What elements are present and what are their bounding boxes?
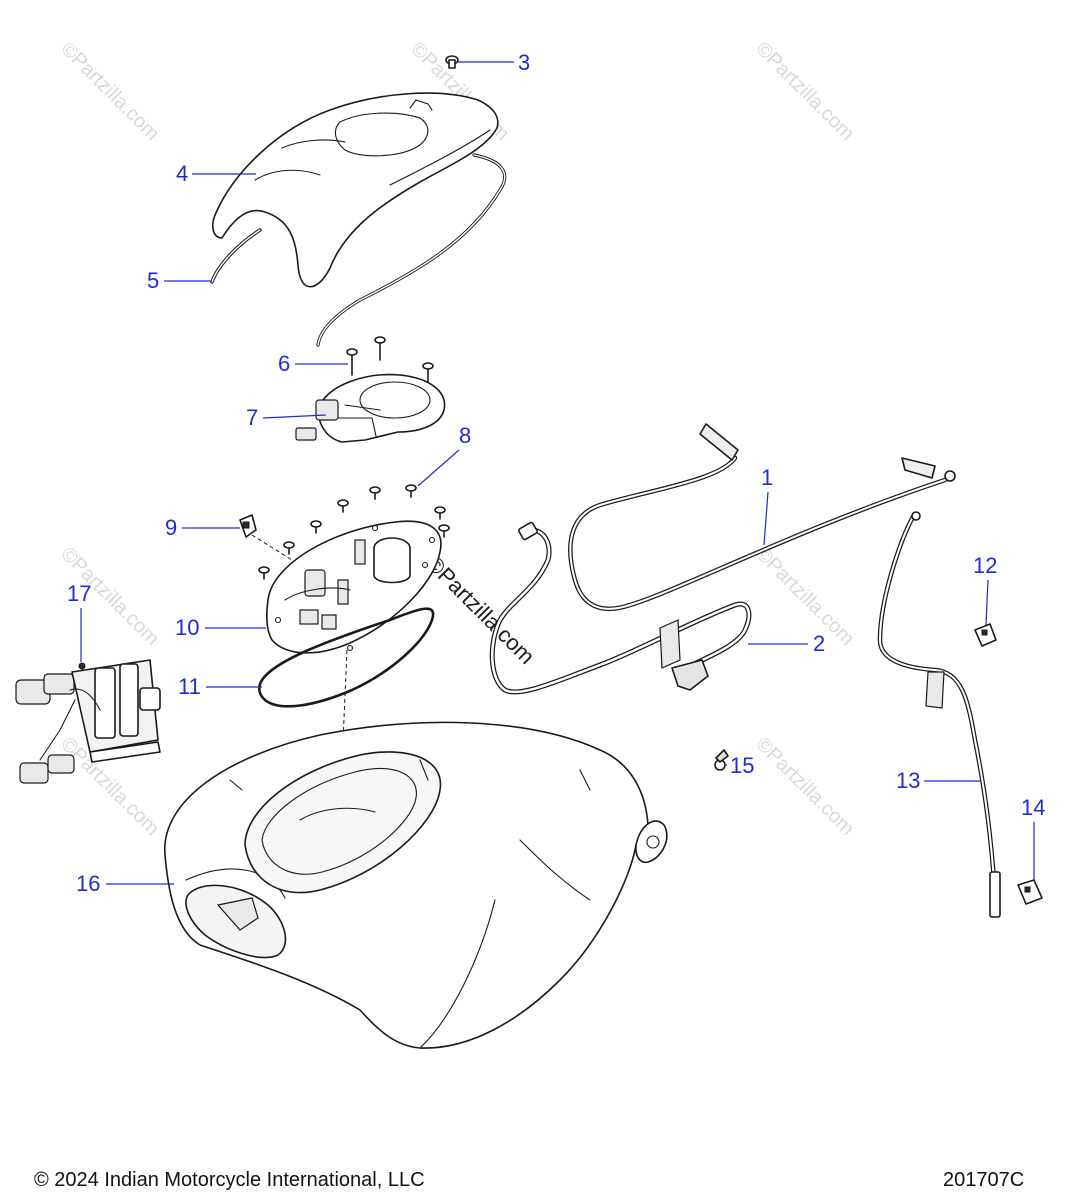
- part-pump-plate: [266, 520, 442, 654]
- callout-number: 16: [76, 871, 100, 896]
- part-fuel-gauge-bracket: [295, 373, 446, 443]
- callout-number: 3: [518, 50, 530, 75]
- callout-1: 1: [761, 465, 773, 546]
- watermark-text: ©Partzilla.com: [751, 543, 858, 650]
- callout-2: 2: [748, 631, 825, 656]
- part-clamp: [714, 749, 729, 771]
- callout-3: 3: [458, 50, 530, 75]
- copyright-text: © 2024 Indian Motorcycle International, …: [34, 1169, 425, 1191]
- part-connector-clip: [239, 514, 257, 538]
- diagram-code: 201707C: [943, 1169, 1025, 1191]
- part-fuel-pump: [15, 659, 161, 784]
- part-screw-top: [445, 55, 459, 69]
- callout-12: 12: [973, 553, 997, 626]
- part-clip-14: [1017, 879, 1043, 905]
- callout-number: 4: [176, 161, 188, 186]
- watermark-text: ©Partzilla.com: [56, 38, 163, 145]
- callout-number: 6: [278, 351, 290, 376]
- watermark-text: ©Partzilla.com: [751, 733, 858, 840]
- callout-number: 8: [459, 423, 471, 448]
- callout-9: 9: [165, 515, 240, 540]
- callout-number: 12: [973, 553, 997, 578]
- callout-16: 16: [76, 871, 174, 896]
- part-trim-end: [210, 228, 262, 284]
- callout-5: 5: [147, 268, 212, 293]
- callout-10: 10: [175, 615, 266, 640]
- part-bolts-8: [258, 484, 450, 580]
- callout-14: 14: [1021, 795, 1045, 880]
- part-vent-line: [568, 423, 956, 612]
- callout-8: 8: [417, 423, 471, 487]
- callout-15: 15: [725, 753, 754, 778]
- part-tank-cover: [212, 92, 499, 288]
- watermark-text-center: ©Partzilla.com: [421, 551, 539, 669]
- callout-7: 7: [246, 405, 327, 430]
- part-clip-12: [974, 623, 997, 647]
- callout-number: 15: [730, 753, 754, 778]
- part-fuel-tank: [164, 721, 668, 1049]
- callout-number: 9: [165, 515, 177, 540]
- callout-number: 7: [246, 405, 258, 430]
- callout-17: 17: [67, 581, 91, 662]
- callout-number: 1: [761, 465, 773, 490]
- callout-number: 14: [1021, 795, 1045, 820]
- watermark-text: ©Partzilla.com: [751, 38, 858, 145]
- callout-number: 17: [67, 581, 91, 606]
- callout-13: 13: [896, 768, 980, 793]
- part-drain-hose: [877, 511, 1001, 918]
- part-fuel-line: [489, 521, 752, 695]
- callout-number: 5: [147, 268, 159, 293]
- callout-6: 6: [278, 351, 348, 376]
- callout-number: 13: [896, 768, 920, 793]
- callout-11: 11: [178, 674, 262, 699]
- callout-number: 11: [178, 674, 201, 699]
- callout-number: 10: [175, 615, 199, 640]
- callout-number: 2: [813, 631, 825, 656]
- callout-4: 4: [176, 161, 256, 186]
- part-gasket: [258, 607, 435, 708]
